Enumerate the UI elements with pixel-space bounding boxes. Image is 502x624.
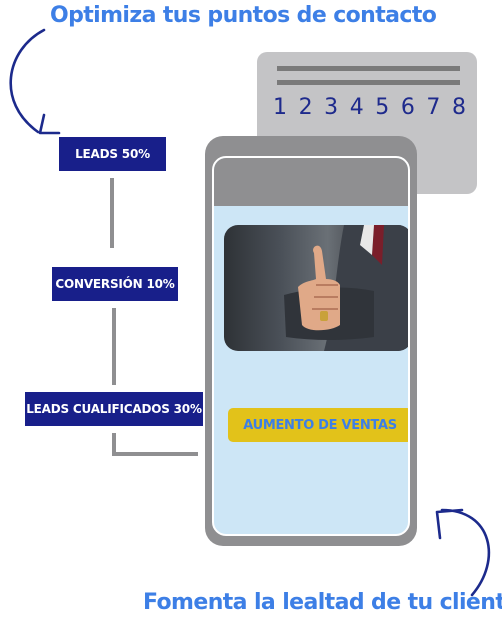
stat-leads: LEADS 50% [59, 137, 166, 171]
card-digit: 4 [349, 95, 364, 120]
card-digit: 3 [324, 95, 339, 120]
sales-increase-button[interactable]: AUMENTO DE VENTAS [228, 408, 408, 442]
card-stripe [277, 80, 460, 85]
card-stripe [277, 66, 460, 71]
stat-qualified-leads: LEADS CUALIFICADOS 30% [25, 392, 203, 426]
card-digit: 7 [426, 95, 441, 120]
connector-line [112, 308, 116, 385]
phone-screen: AUMENTO DE VENTAS [212, 156, 410, 536]
screen-header [214, 158, 408, 206]
stat-conversion: CONVERSIÓN 10% [52, 267, 178, 301]
connector-line [112, 452, 198, 456]
card-digit: 8 [451, 95, 466, 120]
card-digit: 5 [375, 95, 390, 120]
connector-line [110, 178, 114, 248]
card-number: 1 2 3 4 5 6 7 8 [273, 95, 466, 120]
thumbs-up-photo [224, 225, 408, 351]
curved-arrow-bottom-right-icon [435, 508, 491, 597]
connector-line [112, 433, 116, 456]
card-digit: 6 [400, 95, 415, 120]
phone: AUMENTO DE VENTAS [205, 136, 417, 546]
headline-bottom: Fomenta la lealtad de tu cliente [143, 590, 502, 615]
headline-top: Optimiza tus puntos de contacto [50, 3, 437, 28]
card-digit: 1 [273, 95, 287, 120]
thumbs-up-icon [284, 225, 408, 351]
card-digit: 2 [298, 95, 313, 120]
curved-arrow-top-left-icon [9, 28, 61, 135]
